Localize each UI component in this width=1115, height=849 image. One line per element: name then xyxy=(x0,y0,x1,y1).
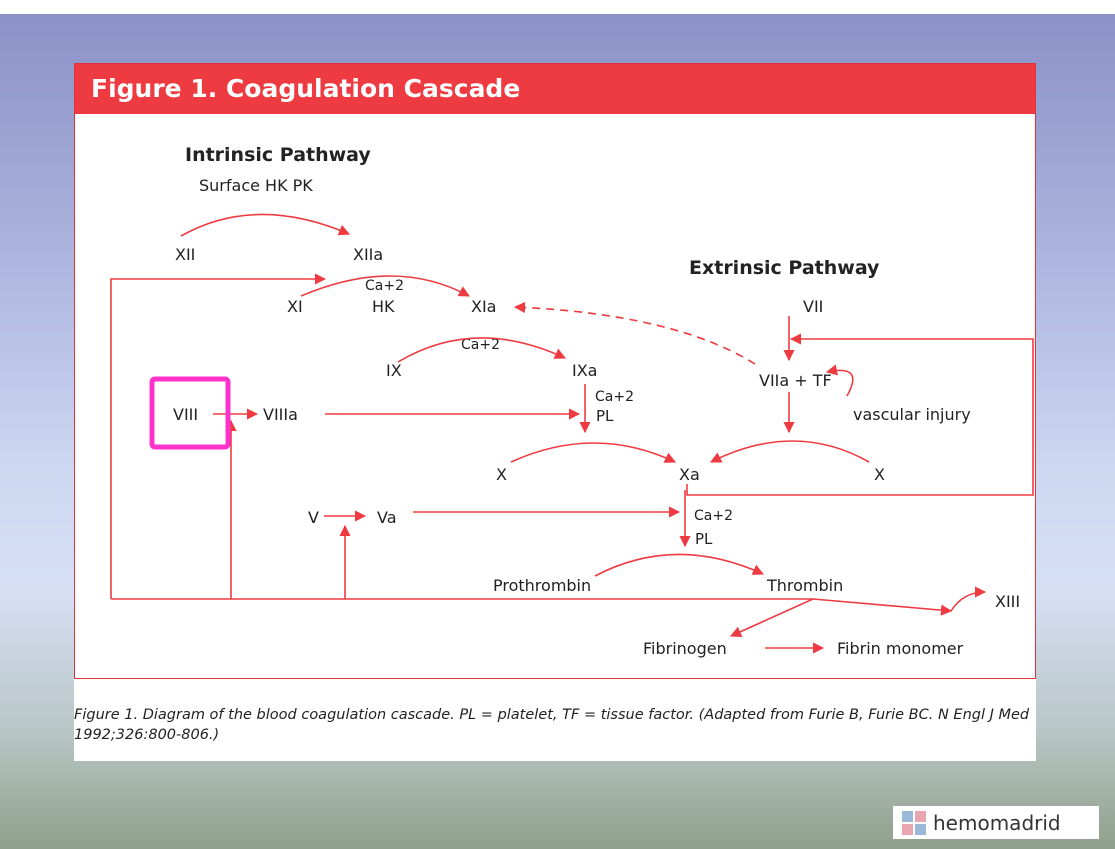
node-viiia: VIIIa xyxy=(263,405,298,424)
arrow-ix-to-ixa xyxy=(397,337,567,363)
coagulation-diagram: Intrinsic Pathway Surface HK PK Extrinsi… xyxy=(110,144,1034,658)
node-xia: XIa xyxy=(471,297,496,316)
arrow-xi-to-xia xyxy=(300,275,470,297)
node-xa: Xa xyxy=(679,465,700,484)
node-prothrombin: Prothrombin xyxy=(493,576,591,595)
node-va: Va xyxy=(377,508,397,527)
node-ix: IX xyxy=(386,361,402,380)
highlight-box-viii xyxy=(149,376,231,450)
node-xiii: XIII xyxy=(995,592,1020,611)
node-ixa: IXa xyxy=(572,361,597,380)
node-xii: XII xyxy=(175,245,195,264)
node-ca-ixa-label: Ca+2 xyxy=(595,389,634,405)
node-fibrinogen: Fibrinogen xyxy=(643,639,727,658)
intrinsic-surface-label: Surface HK PK xyxy=(199,176,313,195)
node-pl-ixa-label: PL xyxy=(596,407,614,425)
arrow-to-xiii xyxy=(950,586,987,612)
node-fibrin-monomer: Fibrin monomer xyxy=(837,639,964,658)
figure-panel: Figure 1. Coagulation Cascade Intrinsic … xyxy=(74,63,1036,761)
node-vascular-injury: vascular injury xyxy=(853,405,971,424)
hemomadrid-logo: hemomadrid xyxy=(893,806,1099,839)
arrow-prothrombin-to-thrombin xyxy=(594,553,765,577)
node-thrombin: Thrombin xyxy=(766,576,843,595)
node-viii: VIII xyxy=(173,405,198,424)
node-v: V xyxy=(308,508,319,527)
figure-frame: Figure 1. Coagulation Cascade Intrinsic … xyxy=(74,63,1036,679)
node-vii: VII xyxy=(803,297,823,316)
feedback-line-left xyxy=(110,273,327,599)
extrinsic-pathway-title: Extrinsic Pathway xyxy=(689,257,880,279)
arrow-viia-to-xia-dashed xyxy=(513,301,756,365)
arrow-thrombin-to-fibrinogen xyxy=(729,598,814,637)
hemomadrid-logo-text: hemomadrid xyxy=(933,810,1061,835)
node-xi: XI xyxy=(287,297,303,316)
intrinsic-pathway-title: Intrinsic Pathway xyxy=(185,144,371,166)
node-ca-hk-label: Ca+2 xyxy=(365,278,404,294)
node-x-left: X xyxy=(496,465,507,484)
arrow-x-left-to-xa xyxy=(510,442,677,463)
arrow-x-right-to-xa xyxy=(709,440,870,463)
arrow-vascular-injury xyxy=(825,364,854,397)
node-xiia: XIIa xyxy=(353,245,383,264)
figure-title: Figure 1. Coagulation Cascade xyxy=(75,64,1035,114)
hemomadrid-logo-icon xyxy=(902,810,926,835)
arrow-xii-to-xiia xyxy=(180,213,351,237)
node-viia-tf: VIIa + TF xyxy=(759,371,832,390)
node-pl-xa-label: PL xyxy=(695,530,713,548)
feedback-line-bottom xyxy=(111,598,953,616)
node-hk: HK xyxy=(372,297,395,316)
feedback-line-right xyxy=(686,333,1034,496)
figure-caption: Figure 1. Diagram of the blood coagulati… xyxy=(74,707,1030,743)
node-ca-ix-label: Ca+2 xyxy=(461,337,500,353)
node-ca-xa-label: Ca+2 xyxy=(694,508,733,524)
top-border xyxy=(0,0,1115,14)
node-x-right: X xyxy=(874,465,885,484)
